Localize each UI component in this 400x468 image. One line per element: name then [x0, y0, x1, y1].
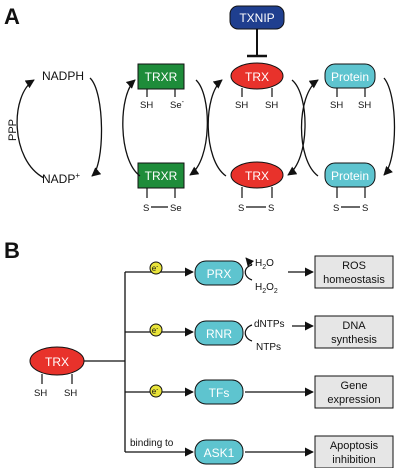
panel-label-b: B [4, 238, 20, 263]
ppp-label: PPP [7, 119, 19, 141]
trxr-bottom-label: TRXR [145, 169, 178, 183]
trx-b-node: TRX SH SH [29, 346, 85, 399]
outcome-dna-line1: DNA [342, 320, 366, 332]
trxr-bottom-se: Se [170, 203, 182, 214]
outcome-apoptosis-line2: inhibition [332, 454, 375, 466]
svg-text:e-: e- [152, 387, 158, 396]
trxr-oxidation-arrow [189, 79, 208, 176]
trx-bottom-s-right: S [268, 203, 274, 214]
electron-badge-prx: e- [149, 261, 163, 275]
target-prx-node: PRX [194, 260, 244, 286]
target-ask1-label: ASK1 [204, 446, 235, 460]
prx-substrate-curve [244, 264, 253, 281]
target-tfs-node: TFs [194, 379, 244, 405]
trx-bottom-s-left: S [238, 203, 244, 214]
target-prx-label: PRX [207, 267, 232, 281]
trx-oxidation-arrow [287, 79, 306, 176]
protein-top-node: Protein SH SH [324, 63, 376, 111]
trxr-top-se-minus: Se- [170, 99, 185, 111]
outcome-apoptosis-box: Apoptosis inhibition [314, 435, 394, 468]
trx-b-sh-right: SH [64, 388, 77, 399]
nadph-label: NADPH [42, 69, 84, 83]
outcome-gene-line2: expression [327, 394, 380, 406]
trx-bottom-label: TRX [245, 169, 269, 183]
svg-text:e-: e- [152, 264, 158, 273]
rnr-substrate-curve [244, 324, 253, 342]
panel-label-a: A [4, 4, 20, 29]
trx-top-sh-left: SH [235, 100, 248, 111]
txnip-node: TXNIP [229, 5, 285, 30]
trxr-top-sh: SH [140, 100, 153, 111]
ntps-label: NTPs [256, 342, 281, 353]
outcome-dna-line2: synthesis [331, 334, 377, 346]
dntps-label: dNTPs [254, 319, 285, 330]
trx-reduction-arrow [207, 79, 227, 177]
target-rnr-node: RNR [194, 320, 244, 346]
trxr-bottom-s: S [143, 203, 149, 214]
trx-top-node: TRX SH SH [230, 62, 284, 111]
outcome-apoptosis-line1: Apoptosis [330, 440, 379, 452]
trxr-top-label: TRXR [145, 70, 178, 84]
trx-top-label: TRX [245, 70, 269, 84]
protein-reduction-arrow [300, 79, 319, 177]
protein-oxidation-arrow [383, 77, 396, 176]
target-rnr-label: RNR [206, 327, 232, 341]
trx-top-sh-right: SH [265, 100, 278, 111]
svg-text:e-: e- [152, 326, 158, 335]
protein-bottom-node: Protein S S [324, 162, 376, 214]
binding-to-label: binding to [130, 438, 174, 449]
txnip-label: TXNIP [239, 11, 274, 25]
outcome-ros-line2: homeostasis [323, 274, 385, 286]
h2o2-label: H2O2 [255, 282, 278, 295]
target-tfs-label: TFs [209, 386, 230, 400]
trx-bottom-node: TRX S S [230, 161, 284, 214]
trxr-bottom-node: TRXR S Se [137, 162, 185, 214]
protein-bottom-s-right: S [362, 203, 368, 214]
protein-bottom-s-left: S [333, 203, 339, 214]
nadph-to-nadp-arrow [89, 77, 103, 177]
target-ask1-node: ASK1 [194, 439, 244, 465]
ppp-arrow [16, 79, 45, 179]
trx-b-label: TRX [45, 355, 69, 369]
trxr-top-node: TRXR SH Se- [137, 63, 185, 111]
h2o-label: H2O [255, 258, 274, 271]
electron-badge-tfs: e- [149, 384, 163, 398]
protein-top-sh-left: SH [330, 100, 343, 111]
electron-badge-rnr: e- [149, 323, 163, 337]
nadp-plus-label: NADP+ [42, 171, 80, 186]
protein-top-sh-right: SH [358, 100, 371, 111]
outcome-gene-box: Gene expression [314, 375, 394, 409]
outcome-ros-line1: ROS [342, 260, 366, 272]
protein-bottom-label: Protein [331, 169, 369, 183]
protein-top-label: Protein [331, 70, 369, 84]
outcome-ros-box: ROS homeostasis [314, 255, 394, 289]
outcome-dna-box: DNA synthesis [314, 315, 394, 349]
outcome-gene-line1: Gene [341, 380, 368, 392]
trxr-reduction-arrow [122, 79, 141, 177]
trx-b-sh-left: SH [34, 388, 47, 399]
txnip-inhibition-arrow [247, 29, 267, 58]
